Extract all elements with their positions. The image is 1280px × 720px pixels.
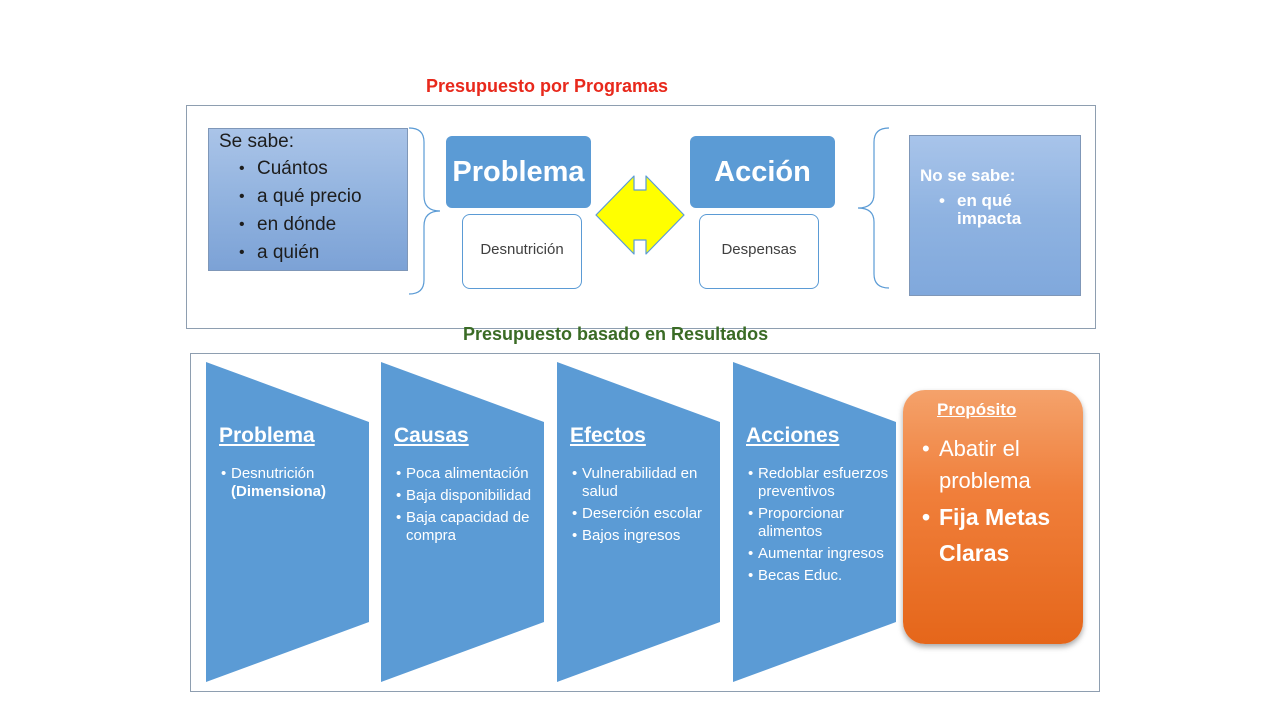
chevron-list: Vulnerabilidad en salud Deserción escola… <box>570 465 722 549</box>
chevron-item-emphasis: (Dimensiona) <box>231 483 327 500</box>
purpose-box: Propósito Abatir el problema Fija Metas … <box>903 390 1083 644</box>
action-box: Acción <box>690 136 835 208</box>
unknown-list: en qué impacta <box>920 192 1070 228</box>
chevron-heading: Problema <box>219 424 315 447</box>
problem-box: Problema <box>446 136 591 208</box>
chevron-causas: Causas Poca alimentación Baja disponibil… <box>381 362 544 682</box>
chevron-shape <box>206 362 369 682</box>
chevron-item: Aumentar ingresos <box>748 545 898 563</box>
chevron-heading: Acciones <box>746 424 840 447</box>
chevron-item: Baja disponibilidad <box>396 487 546 505</box>
purpose-heading: Propósito <box>937 400 1017 419</box>
chevron-heading: Causas <box>394 424 469 447</box>
known-item: a quién <box>239 239 397 267</box>
known-item: en dónde <box>239 211 397 239</box>
purpose-item-emphasis: Fija Metas Claras <box>922 499 1079 571</box>
chevron-item: Proporcionar alimentos <box>748 505 898 541</box>
chevron-list: Desnutrición (Dimensiona) <box>219 465 371 505</box>
chevron-item: Becas Educ. <box>748 567 898 585</box>
chevron-list: Redoblar esfuerzos preventivos Proporcio… <box>746 465 898 589</box>
unknown-heading: No se sabe: <box>920 166 1016 185</box>
known-heading: Se sabe: <box>219 131 294 152</box>
known-item: Cuántos <box>239 155 397 183</box>
chevron-item: Deserción escolar <box>572 505 722 523</box>
action-sub-box: Despensas <box>699 214 819 289</box>
problem-sub-box: Desnutrición <box>462 214 582 289</box>
resultados-frame <box>190 353 1100 692</box>
known-item: a qué precio <box>239 183 397 211</box>
known-box: Se sabe: Cuántos a qué precio en dónde a… <box>208 128 408 271</box>
left-brace-icon <box>408 127 441 295</box>
unknown-box: No se sabe: en qué impacta <box>909 135 1081 296</box>
chevron-item: Vulnerabilidad en salud <box>572 465 722 501</box>
purpose-list: Abatir el problema Fija Metas Claras <box>922 433 1079 571</box>
title-presupuesto-por-programas: Presupuesto por Programas <box>426 76 669 96</box>
chevron-item: Poca alimentación <box>396 465 546 483</box>
title-presupuesto-basado-en-resultados: Presupuesto basado en Resultados <box>463 324 769 344</box>
chevron-item: Bajos ingresos <box>572 527 722 545</box>
known-list: Cuántos a qué precio en dónde a quién <box>219 155 397 267</box>
unknown-item: en qué impacta <box>939 192 1070 228</box>
chevron-problema: Problema Desnutrición (Dimensiona) <box>206 362 369 682</box>
chevron-acciones: Acciones Redoblar esfuerzos preventivos … <box>733 362 896 682</box>
chevron-efectos: Efectos Vulnerabilidad en salud Deserció… <box>557 362 720 682</box>
chevron-item: Desnutrición (Dimensiona) <box>221 465 371 501</box>
chevron-item: Baja capacidad de compra <box>396 509 546 545</box>
purpose-item: Abatir el problema <box>922 433 1079 497</box>
right-brace-icon <box>857 127 890 289</box>
chevron-list: Poca alimentación Baja disponibilidad Ba… <box>394 465 546 549</box>
chevron-item: Redoblar esfuerzos preventivos <box>748 465 898 501</box>
chevron-item-text: Desnutrición (Dimensiona) <box>231 465 327 500</box>
chevron-heading: Efectos <box>570 424 646 447</box>
double-arrow-icon <box>595 175 685 255</box>
programas-frame <box>186 105 1096 329</box>
